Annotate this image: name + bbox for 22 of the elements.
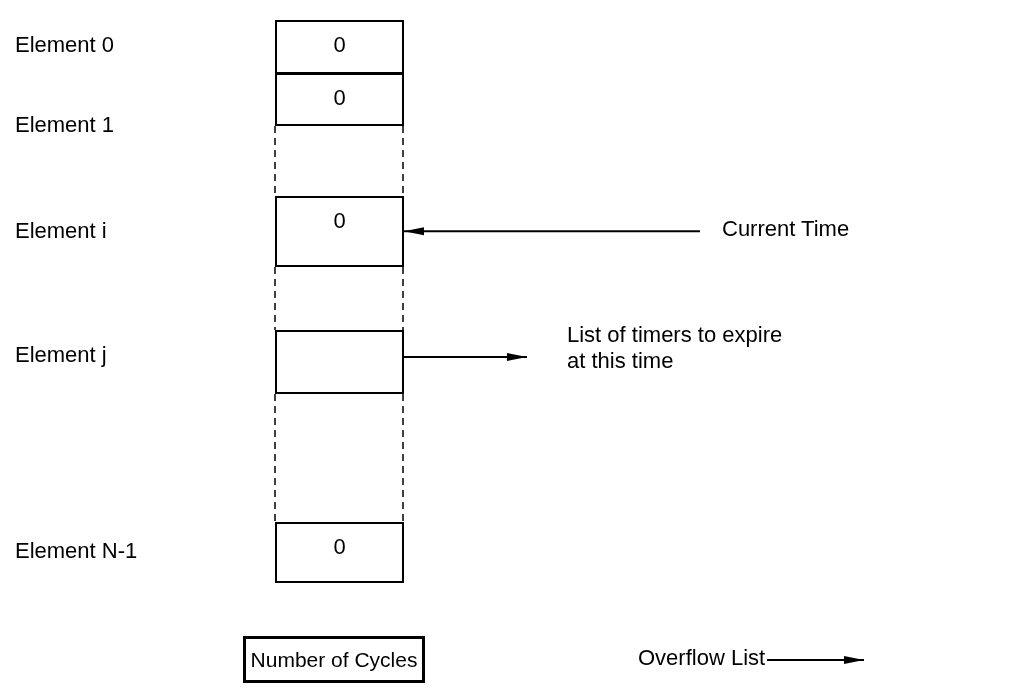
- element-label: Element i: [15, 218, 107, 244]
- cell-value: 0: [333, 32, 346, 57]
- arrow: [766, 656, 865, 664]
- cell-value: 0: [333, 534, 346, 559]
- arrow: [403, 353, 528, 361]
- array-cell: [275, 73, 404, 126]
- element-label: Element 0: [15, 32, 115, 58]
- cell-value: 0: [333, 85, 346, 110]
- array-cell: [275, 196, 404, 267]
- array-cell: [275, 522, 404, 583]
- array-cell: [275, 330, 404, 394]
- cell-value: 0: [333, 208, 346, 233]
- node-text: List of timers to expire at this time: [567, 322, 784, 374]
- arrow: [403, 227, 701, 236]
- node-text: Overflow List: [638, 645, 766, 671]
- array-cell: [275, 20, 404, 74]
- element-label: Element 1: [15, 112, 115, 138]
- counter-label: Number of Cycles: [250, 647, 418, 672]
- counter-box: [243, 636, 425, 683]
- node-text: Current Time: [722, 216, 850, 242]
- element-label: Element N-1: [15, 538, 138, 564]
- element-label: Element j: [15, 342, 107, 368]
